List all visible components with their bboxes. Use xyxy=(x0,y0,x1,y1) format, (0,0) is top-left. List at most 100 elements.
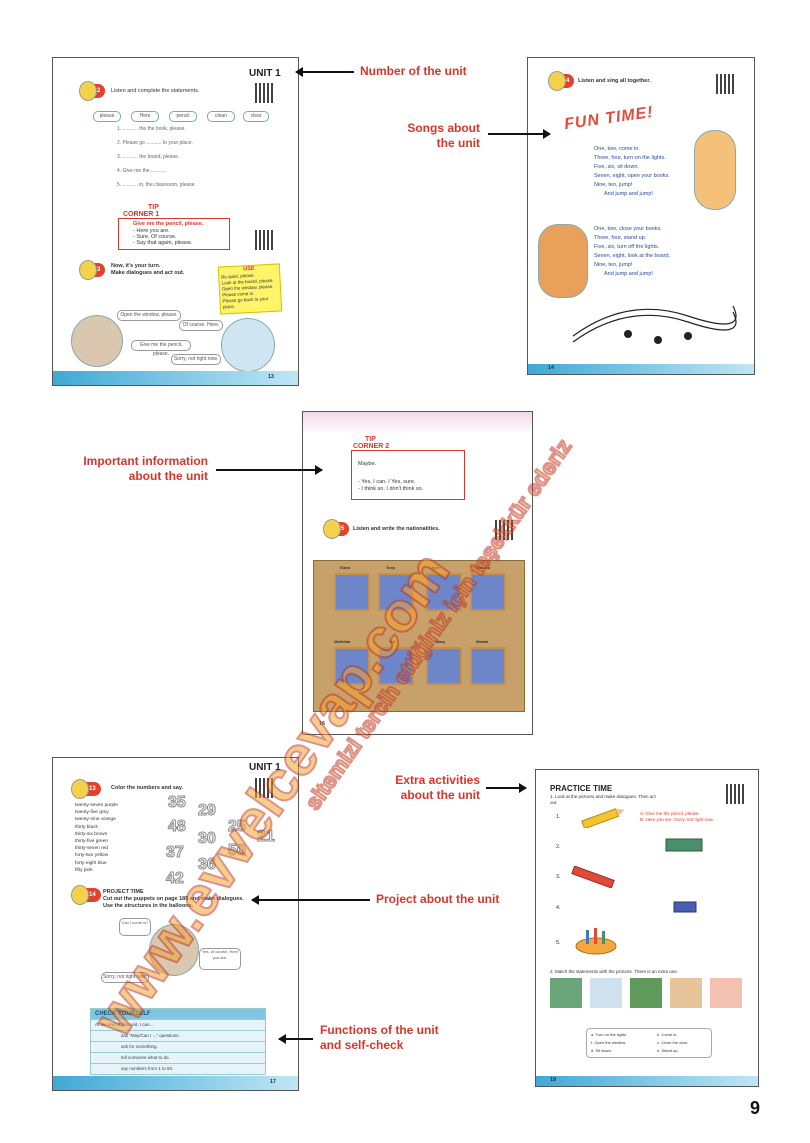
callout-number-of-unit: Number of the unit xyxy=(360,64,467,78)
match-picture xyxy=(670,978,702,1008)
color-list-item: twenty-seven purple xyxy=(75,803,118,808)
arrow-to-tip xyxy=(216,465,323,475)
fill-line: 4. Give me the ........... xyxy=(117,168,167,174)
tip-line: - I think so. I don't think so. xyxy=(358,486,424,492)
check-yourself-title: CHECK YOURSELF xyxy=(91,1009,265,1019)
exercise-instruction: 1. Look at the pictures and make dialogu… xyxy=(550,794,656,805)
qr-code xyxy=(495,520,515,540)
thumb-page-number: 17 xyxy=(269,1079,276,1085)
callout-extra: Extra activities about the unit xyxy=(388,773,480,803)
unit-label: UNIT 1 xyxy=(249,68,281,79)
exercise-instruction: Make dialogues and act out. xyxy=(111,270,185,276)
callout-line: about the unit xyxy=(400,788,480,802)
dialogue-line: A: Give me the pencil, please. xyxy=(640,811,700,816)
tip-line: - Sure. Of course. xyxy=(133,234,177,240)
color-list-item: thirty-six brown xyxy=(75,831,108,837)
fill-line: 2. Please go ........... to your place. xyxy=(117,140,193,146)
speech-bubble: Of course. Here. xyxy=(179,320,223,331)
boy-avatar xyxy=(149,924,199,976)
child-name: Kiara xyxy=(340,565,351,570)
item-number: 1. xyxy=(556,814,561,820)
thumb-page-number: 13 xyxy=(267,374,274,380)
song-line: Five, six, sit down. xyxy=(594,164,639,170)
fill-line: 1. ........... the the book, please. xyxy=(117,126,186,132)
callout-functions: Functions of the unit and self-check xyxy=(320,1023,439,1053)
callout-line: Functions of the unit xyxy=(320,1023,439,1037)
pencil-case-icon xyxy=(575,928,617,955)
arrow-to-extra xyxy=(486,783,527,793)
speech-bubble: Give me the pencil, please. xyxy=(131,340,191,357)
qr-code xyxy=(255,83,275,103)
outline-number: 37 xyxy=(166,844,185,862)
child-name: Igor xyxy=(432,565,440,570)
thumb-page-number: 16 xyxy=(319,721,326,727)
outline-number: 30 xyxy=(198,830,217,848)
color-list: twenty-seven purple twenty-five grey twe… xyxy=(75,802,118,874)
outline-number: 35 xyxy=(168,794,187,812)
option: d. Sit down. xyxy=(591,1048,612,1053)
color-list-item: twenty-nine orange xyxy=(75,817,116,823)
outline-number: 36 xyxy=(198,856,217,874)
song-line: Nine, ten, jump! xyxy=(594,182,633,188)
child-name: Yumiko xyxy=(476,565,491,570)
tip-title: TIP xyxy=(148,204,159,211)
exercise-badge: 13 xyxy=(71,779,101,799)
callout-important: Important information about the unit xyxy=(62,454,208,484)
page-thumb-song: 4 Listen and sing all together. FUN TIME… xyxy=(527,57,755,375)
project-text: Cut out the puppets on page 185 and make… xyxy=(103,896,244,909)
sharpener-icon xyxy=(673,901,697,913)
exercise-badge: 5 xyxy=(322,519,350,539)
song-verse-1: One, two, come in. Three, four, turn on … xyxy=(594,145,670,199)
fill-line: 5. ........... in, the classroom, please… xyxy=(117,182,196,188)
page-footer xyxy=(53,1076,298,1090)
qr-code xyxy=(255,230,275,250)
speech-bubble: Sorry, not right now. xyxy=(171,354,221,365)
check-yourself-table: CHECK YOURSELF At the end of this unit, … xyxy=(90,1008,266,1075)
word-pill: please xyxy=(93,111,121,122)
exercise-instruction: Color the numbers and say. xyxy=(111,785,184,791)
child-name: Mathilda xyxy=(334,639,351,644)
thumb-page-number: 18 xyxy=(550,1077,557,1083)
callout-line: about the unit xyxy=(128,469,208,483)
portrait-frame xyxy=(426,573,462,611)
check-row: say numbers from 1 to 50. xyxy=(91,1063,265,1074)
outline-number: 21 xyxy=(257,828,276,846)
song-line: Three, four, stand up. xyxy=(594,235,647,241)
callout-line: Extra activities xyxy=(395,773,480,787)
exercise-badge: 3 xyxy=(78,260,106,280)
check-row: ask for something. xyxy=(91,1041,265,1052)
tip-box: Give me the pencil, please. - Here you a… xyxy=(118,218,230,250)
dialogue-line: B: Here you are. Sorry, not right now. xyxy=(640,817,714,822)
ruler-icon xyxy=(571,866,615,888)
portrait-frame xyxy=(470,573,506,611)
exercise-instruction: Now, it's your turn. xyxy=(111,263,161,269)
song-line: And jump and jump! xyxy=(604,191,653,197)
tip-line: Give me the pencil, please. xyxy=(133,221,204,227)
qr-code xyxy=(255,778,275,798)
option: e. Stand up. xyxy=(657,1048,679,1053)
tip-title: TIP xyxy=(365,436,376,443)
child-name: Ali xyxy=(390,639,396,644)
check-row: tell someone what to do. xyxy=(91,1052,265,1063)
exercise-badge: 2 xyxy=(78,81,106,101)
fill-line: 3. ........... the board, please. xyxy=(117,154,180,160)
callout-line: Important information xyxy=(83,454,208,468)
word-pill: clean xyxy=(207,111,235,122)
qr-code xyxy=(726,784,746,804)
tip-line: - Say that again, please. xyxy=(133,240,193,246)
item-number: 3. xyxy=(556,874,561,880)
color-list-item: thirty-seven red xyxy=(75,846,109,852)
tip-box: Maybe. - Yes, I can. / Yes, sure. - I th… xyxy=(351,450,465,500)
boy-guitar-figure xyxy=(538,224,588,298)
song-line: Nine, ten, jump! xyxy=(594,262,633,268)
boy-avatar xyxy=(71,315,123,367)
song-line: Seven, eight, look at the board. xyxy=(594,253,671,259)
song-line: One, two, come in. xyxy=(594,146,640,152)
arrow-to-functions xyxy=(278,1034,313,1044)
item-number: 2. xyxy=(556,844,561,850)
portrait-frame xyxy=(378,573,414,611)
callout-line: and self-check xyxy=(320,1038,404,1052)
thumb-page-number: 14 xyxy=(548,365,555,371)
outline-number: 25 xyxy=(228,818,247,836)
match-picture xyxy=(630,978,662,1008)
